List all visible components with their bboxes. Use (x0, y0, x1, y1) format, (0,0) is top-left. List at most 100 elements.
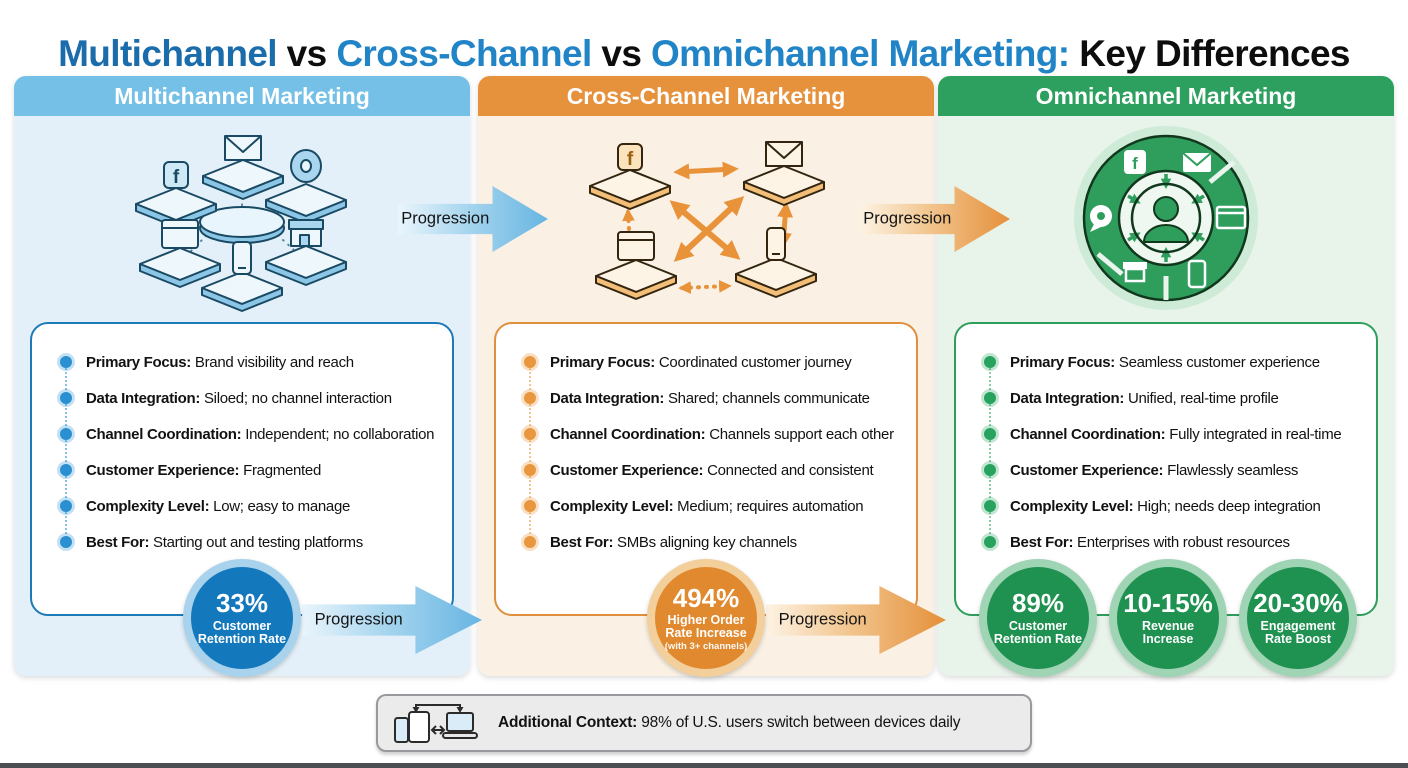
hub-center-disc (199, 206, 285, 244)
bullet-dot (524, 428, 536, 440)
phone-icon (1187, 259, 1207, 289)
stat-circle-revenue-10-15: 10-15% Revenue Increase (1109, 559, 1227, 677)
bullet-dot (60, 428, 72, 440)
additional-context-value: 98% of U.S. users switch between devices… (637, 714, 961, 731)
bullet-dot (524, 392, 536, 404)
svg-text:f: f (627, 149, 634, 170)
feature-row: Customer Experience: Fragmented (60, 452, 452, 488)
browser-icon (139, 219, 221, 288)
column-header-multichannel: Multichannel Marketing (14, 76, 470, 116)
bullet-dot (984, 356, 996, 368)
bullet-dot (60, 536, 72, 548)
bullet-dot (60, 464, 72, 476)
column-header-label: Cross-Channel Marketing (566, 82, 846, 109)
feature-value: Siloed; no channel interaction (203, 389, 392, 407)
feature-value: High; needs deep integration (1137, 497, 1321, 515)
feature-label: Data Integration: (86, 389, 201, 407)
title-part-crosschannel: Cross-Channel (336, 32, 592, 74)
stat-value: 89% (1011, 588, 1065, 619)
feature-label: Primary Focus: (550, 353, 656, 371)
feature-label: Customer Experience: (550, 461, 704, 479)
bullet-dot (984, 428, 996, 440)
feature-value: Seamless customer experience (1118, 353, 1320, 371)
feature-value: Coordinated customer journey (658, 353, 852, 371)
feature-row: Data Integration: Unified, real-time pro… (984, 380, 1376, 416)
feature-row: Complexity Level: Medium; requires autom… (524, 488, 916, 524)
chat-icon (1090, 205, 1112, 232)
progression-label: Progression (778, 610, 867, 629)
feature-label: Primary Focus: (1010, 353, 1116, 371)
feature-value: Channels support each other (709, 425, 894, 443)
progression-label: Progression (401, 209, 490, 228)
column-header-omnichannel: Omnichannel Marketing (938, 76, 1394, 116)
feature-label: Data Integration: (1010, 389, 1125, 407)
bullet-dot (984, 536, 996, 548)
feature-row: Primary Focus: Coordinated customer jour… (524, 344, 916, 380)
bullet-dot (60, 500, 72, 512)
feature-row: Complexity Level: High; needs deep integ… (984, 488, 1376, 524)
feature-row: Channel Coordination: Channels support e… (524, 416, 916, 452)
stat-circle-retention-33: 33% Customer Retention Rate (183, 559, 301, 677)
bullet-dot (984, 464, 996, 476)
cross-channel-illustration: f (478, 116, 934, 322)
store-icon (1123, 262, 1147, 283)
stat-value: 33% (215, 588, 269, 619)
feature-label: Complexity Level: (86, 497, 210, 515)
media-disc-icon (265, 149, 347, 224)
title-part-omnichannel: Omnichannel Marketing: (651, 32, 1070, 74)
stat-label: Customer Retention Rate (197, 618, 287, 647)
progression-label: Progression (314, 610, 403, 629)
stat-circle-order-rate-494: 494% Higher Order Rate Increase (with 3+… (647, 559, 765, 677)
feature-value: Low; easy to manage (213, 497, 351, 515)
feature-row: Customer Experience: Flawlessly seamless (984, 452, 1376, 488)
feature-list: Primary Focus: Seamless customer experie… (984, 344, 1376, 560)
facebook-icon: f (1124, 150, 1146, 174)
bullet-dot (60, 356, 72, 368)
feature-label: Best For: (550, 533, 614, 551)
feature-label: Complexity Level: (1010, 497, 1134, 515)
column-header-label: Multichannel Marketing (114, 82, 370, 109)
bullet-dot (524, 464, 536, 476)
customer-centric-ring-graphic: f (1074, 126, 1258, 310)
feature-label: Customer Experience: (86, 461, 240, 479)
feature-row: Data Integration: Siloed; no channel int… (60, 380, 452, 416)
bullet-dot (524, 500, 536, 512)
stat-label: Engagement Rate Boost (1260, 618, 1336, 647)
column-multichannel: Multichannel Marketing f (14, 76, 470, 677)
store-icon (265, 219, 347, 286)
additional-context-label: Additional Context: (498, 714, 638, 731)
feature-row: Channel Coordination: Fully integrated i… (984, 416, 1376, 452)
feature-value: Independent; no collaboration (245, 425, 435, 443)
svg-text:f: f (173, 167, 180, 188)
email-icon (743, 141, 825, 206)
feature-label: Customer Experience: (1010, 461, 1164, 479)
stat-label: Higher Order Rate Increase (665, 612, 747, 641)
feature-label: Data Integration: (550, 389, 665, 407)
progression-label: Progression (863, 209, 952, 228)
feature-label: Primary Focus: (86, 353, 192, 371)
omnichannel-illustration: f (938, 116, 1394, 322)
feature-row: Channel Coordination: Independent; no co… (60, 416, 452, 452)
email-icon (202, 135, 284, 200)
feature-row: Primary Focus: Seamless customer experie… (984, 344, 1376, 380)
feature-row: Best For: SMBs aligning key channels (524, 524, 916, 560)
title-part-vs1: vs (276, 32, 337, 74)
stat-value: 20-30% (1253, 588, 1343, 619)
additional-context-text: Additional Context: 98% of U.S. users sw… (498, 714, 960, 732)
interconnected-channels-graphic: f (589, 141, 825, 300)
column-omnichannel: Omnichannel Marketing (938, 76, 1394, 677)
hub-and-spoke-graphic: f (135, 135, 347, 312)
facebook-icon: f (135, 161, 217, 228)
additional-context-bar: Additional Context: 98% of U.S. users sw… (376, 694, 1032, 752)
feature-row: Customer Experience: Connected and consi… (524, 452, 916, 488)
browser-icon (595, 231, 677, 300)
feature-value: Unified, real-time profile (1127, 389, 1279, 407)
feature-value: Fully integrated in real-time (1169, 425, 1342, 443)
column-header-cross-channel: Cross-Channel Marketing (478, 76, 934, 116)
column-header-label: Omnichannel Marketing (1035, 82, 1297, 109)
feature-value: Medium; requires automation (677, 497, 864, 515)
feature-row: Complexity Level: Low; easy to manage (60, 488, 452, 524)
stat-circle-engagement-20-30: 20-30% Engagement Rate Boost (1239, 559, 1357, 677)
feature-label: Channel Coordination: (550, 425, 706, 443)
feature-value: Fragmented (243, 461, 321, 479)
